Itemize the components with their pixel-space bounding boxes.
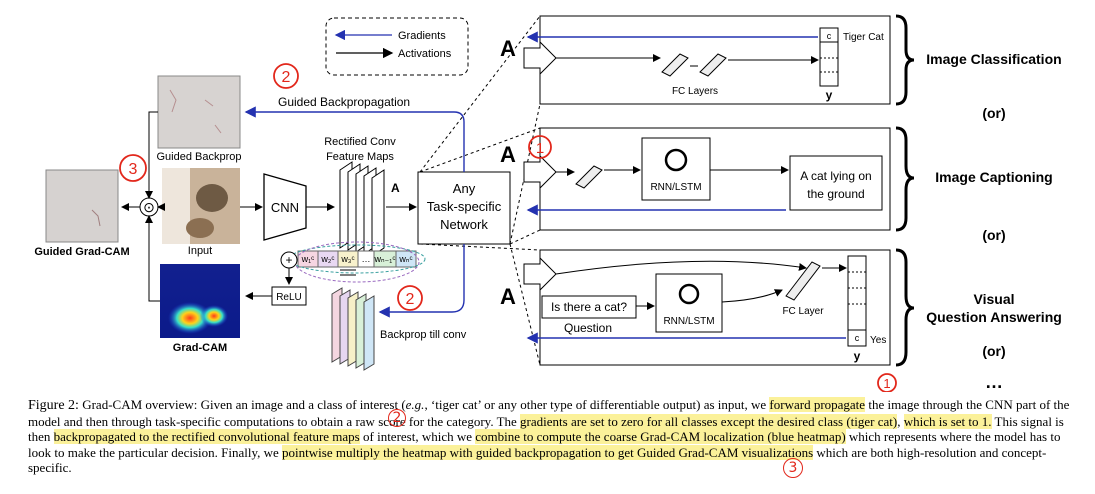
caption-output-line-1: A cat lying on xyxy=(800,169,871,183)
caption-seg-12: which represents where the model has to … xyxy=(28,429,1061,460)
annotation-3-caption: 3 xyxy=(783,458,803,478)
task-image-classification: Image Classification xyxy=(926,51,1061,67)
annotation-1-captioning: 1 xyxy=(536,140,544,157)
question-label: Question xyxy=(564,321,612,335)
figure-number: Figure 2: xyxy=(28,398,79,413)
rectified-conv-label-1: Rectified Conv xyxy=(324,136,396,148)
caption-seg-10: of interest, which we xyxy=(359,429,476,445)
weights-row: w₁ᶜ w₂ᶜ w₃ᶜ … wₙ₋₁ᶜ wₙᶜ xyxy=(297,250,417,268)
annotation-2-bottom: 2 xyxy=(406,291,415,308)
captioning-A-label: A xyxy=(500,142,516,167)
guided-backprop-label: Guided Backprop xyxy=(157,151,242,163)
handwritten-annotations xyxy=(119,63,552,311)
caption-output-line-2: the ground xyxy=(807,187,864,201)
weight-n: wₙᶜ xyxy=(398,254,412,264)
backprop-till-conv-label: Backprop till conv xyxy=(380,329,467,341)
yes-label: Yes xyxy=(870,335,886,346)
caption-seg-2: , ‘tiger cat’ or any other type of diffe… xyxy=(424,397,770,412)
rectified-conv-label-2: Feature Maps xyxy=(326,151,394,163)
or-3: (or) xyxy=(982,343,1005,359)
caption-highlight-backprop: backpropagated to the rectified convolut… xyxy=(53,429,360,445)
caption-seg-6: , xyxy=(897,413,904,429)
annotation-2-top: 2 xyxy=(282,69,291,86)
task-network-line-2: Task-specific xyxy=(427,199,502,214)
guided-backpropagation-label: Guided Backpropagation xyxy=(278,95,410,109)
caption-seg-14: which are both high-resolution and conce… xyxy=(28,444,1047,476)
caption-highlight-pointwise: pointwise multiply the heatmap with guid… xyxy=(282,444,814,460)
weight-2: w₂ᶜ xyxy=(320,254,334,264)
vqa-output-vector xyxy=(847,255,867,347)
caption-output-box xyxy=(789,155,883,211)
annotation-2-caption: 2 xyxy=(388,409,406,427)
feature-map-A-label: A xyxy=(391,181,400,195)
caption-highlight-set-to-one: which is set to 1. xyxy=(903,413,992,429)
task-image-captioning: Image Captioning xyxy=(935,169,1052,185)
feature-maps xyxy=(339,161,385,257)
pointwise-multiply-symbol: ⊙ xyxy=(143,199,155,215)
annotation-3-left: 3 xyxy=(129,161,138,178)
rnn-lstm-label-captioning: RNN/LSTM xyxy=(650,182,701,193)
task-network-line-1: Any xyxy=(453,181,476,196)
caption-seg-8: This signal is then xyxy=(28,413,1064,445)
weight-ellipsis: … xyxy=(362,254,371,264)
question-text: Is there a cat? xyxy=(551,300,627,314)
classification-A-label: A xyxy=(500,36,516,61)
cnn-block xyxy=(263,173,307,241)
or-2: (or) xyxy=(982,227,1005,243)
fc-layers-label: FC Layers xyxy=(672,86,718,97)
legend-gradients-label: Gradients xyxy=(398,30,446,42)
weight-1: w₁ᶜ xyxy=(301,254,315,264)
guided-gradcam-label: Guided Grad-CAM xyxy=(34,246,129,258)
task-network-line-3: Network xyxy=(440,217,488,232)
classification-c-label: c xyxy=(827,31,832,41)
figure-caption: Figure 2: Grad-CAM overview: Given an im… xyxy=(28,397,1073,476)
caption-seg-1: e.g. xyxy=(405,397,425,412)
guided-backprop-image xyxy=(157,75,241,149)
more-tasks-ellipsis: … xyxy=(985,372,1003,392)
relu-label: ReLU xyxy=(276,292,302,303)
or-1: (or) xyxy=(982,105,1005,121)
gradcam-label: Grad-CAM xyxy=(173,342,227,354)
vqa-c-label: c xyxy=(855,333,860,343)
weight-n-minus-1: wₙ₋₁ᶜ xyxy=(373,254,395,264)
task-vqa-line-1: Visual xyxy=(974,291,1015,307)
vqa-y-label: y xyxy=(854,349,861,363)
rnn-lstm-label-vqa: RNN/LSTM xyxy=(663,316,714,327)
gradient-feature-maps xyxy=(331,287,375,371)
input-label: Input xyxy=(188,245,212,257)
cnn-label: CNN xyxy=(271,200,299,215)
task-vqa-line-2: Question Answering xyxy=(926,309,1062,325)
task-braces xyxy=(895,14,915,367)
legend: Gradients Activations xyxy=(325,17,469,76)
classification-y-label: y xyxy=(826,88,833,102)
caption-highlight-forward: forward propagate xyxy=(769,397,866,412)
weight-3: w₃ᶜ xyxy=(340,254,354,264)
caption-highlight-gradients: gradients are set to zero for all classe… xyxy=(520,413,898,429)
caption-highlight-combine: combine to compute the coarse Grad-CAM l… xyxy=(475,429,846,445)
legend-activations-label: Activations xyxy=(398,48,452,60)
gradcam-diagram: Gradients Activations Guided Backprop In… xyxy=(34,14,1062,392)
sum-symbol: + xyxy=(285,253,292,267)
question-box xyxy=(541,295,637,319)
tiger-cat-label: Tiger Cat xyxy=(843,32,884,43)
vqa-A-label: A xyxy=(500,284,516,309)
fc-layer-label: FC Layer xyxy=(782,306,824,317)
annotation-1-caption: 1 xyxy=(883,376,890,391)
guided-gradcam-image xyxy=(45,169,119,243)
caption-seg-0: Grad-CAM overview: Given an image and a … xyxy=(78,397,406,412)
